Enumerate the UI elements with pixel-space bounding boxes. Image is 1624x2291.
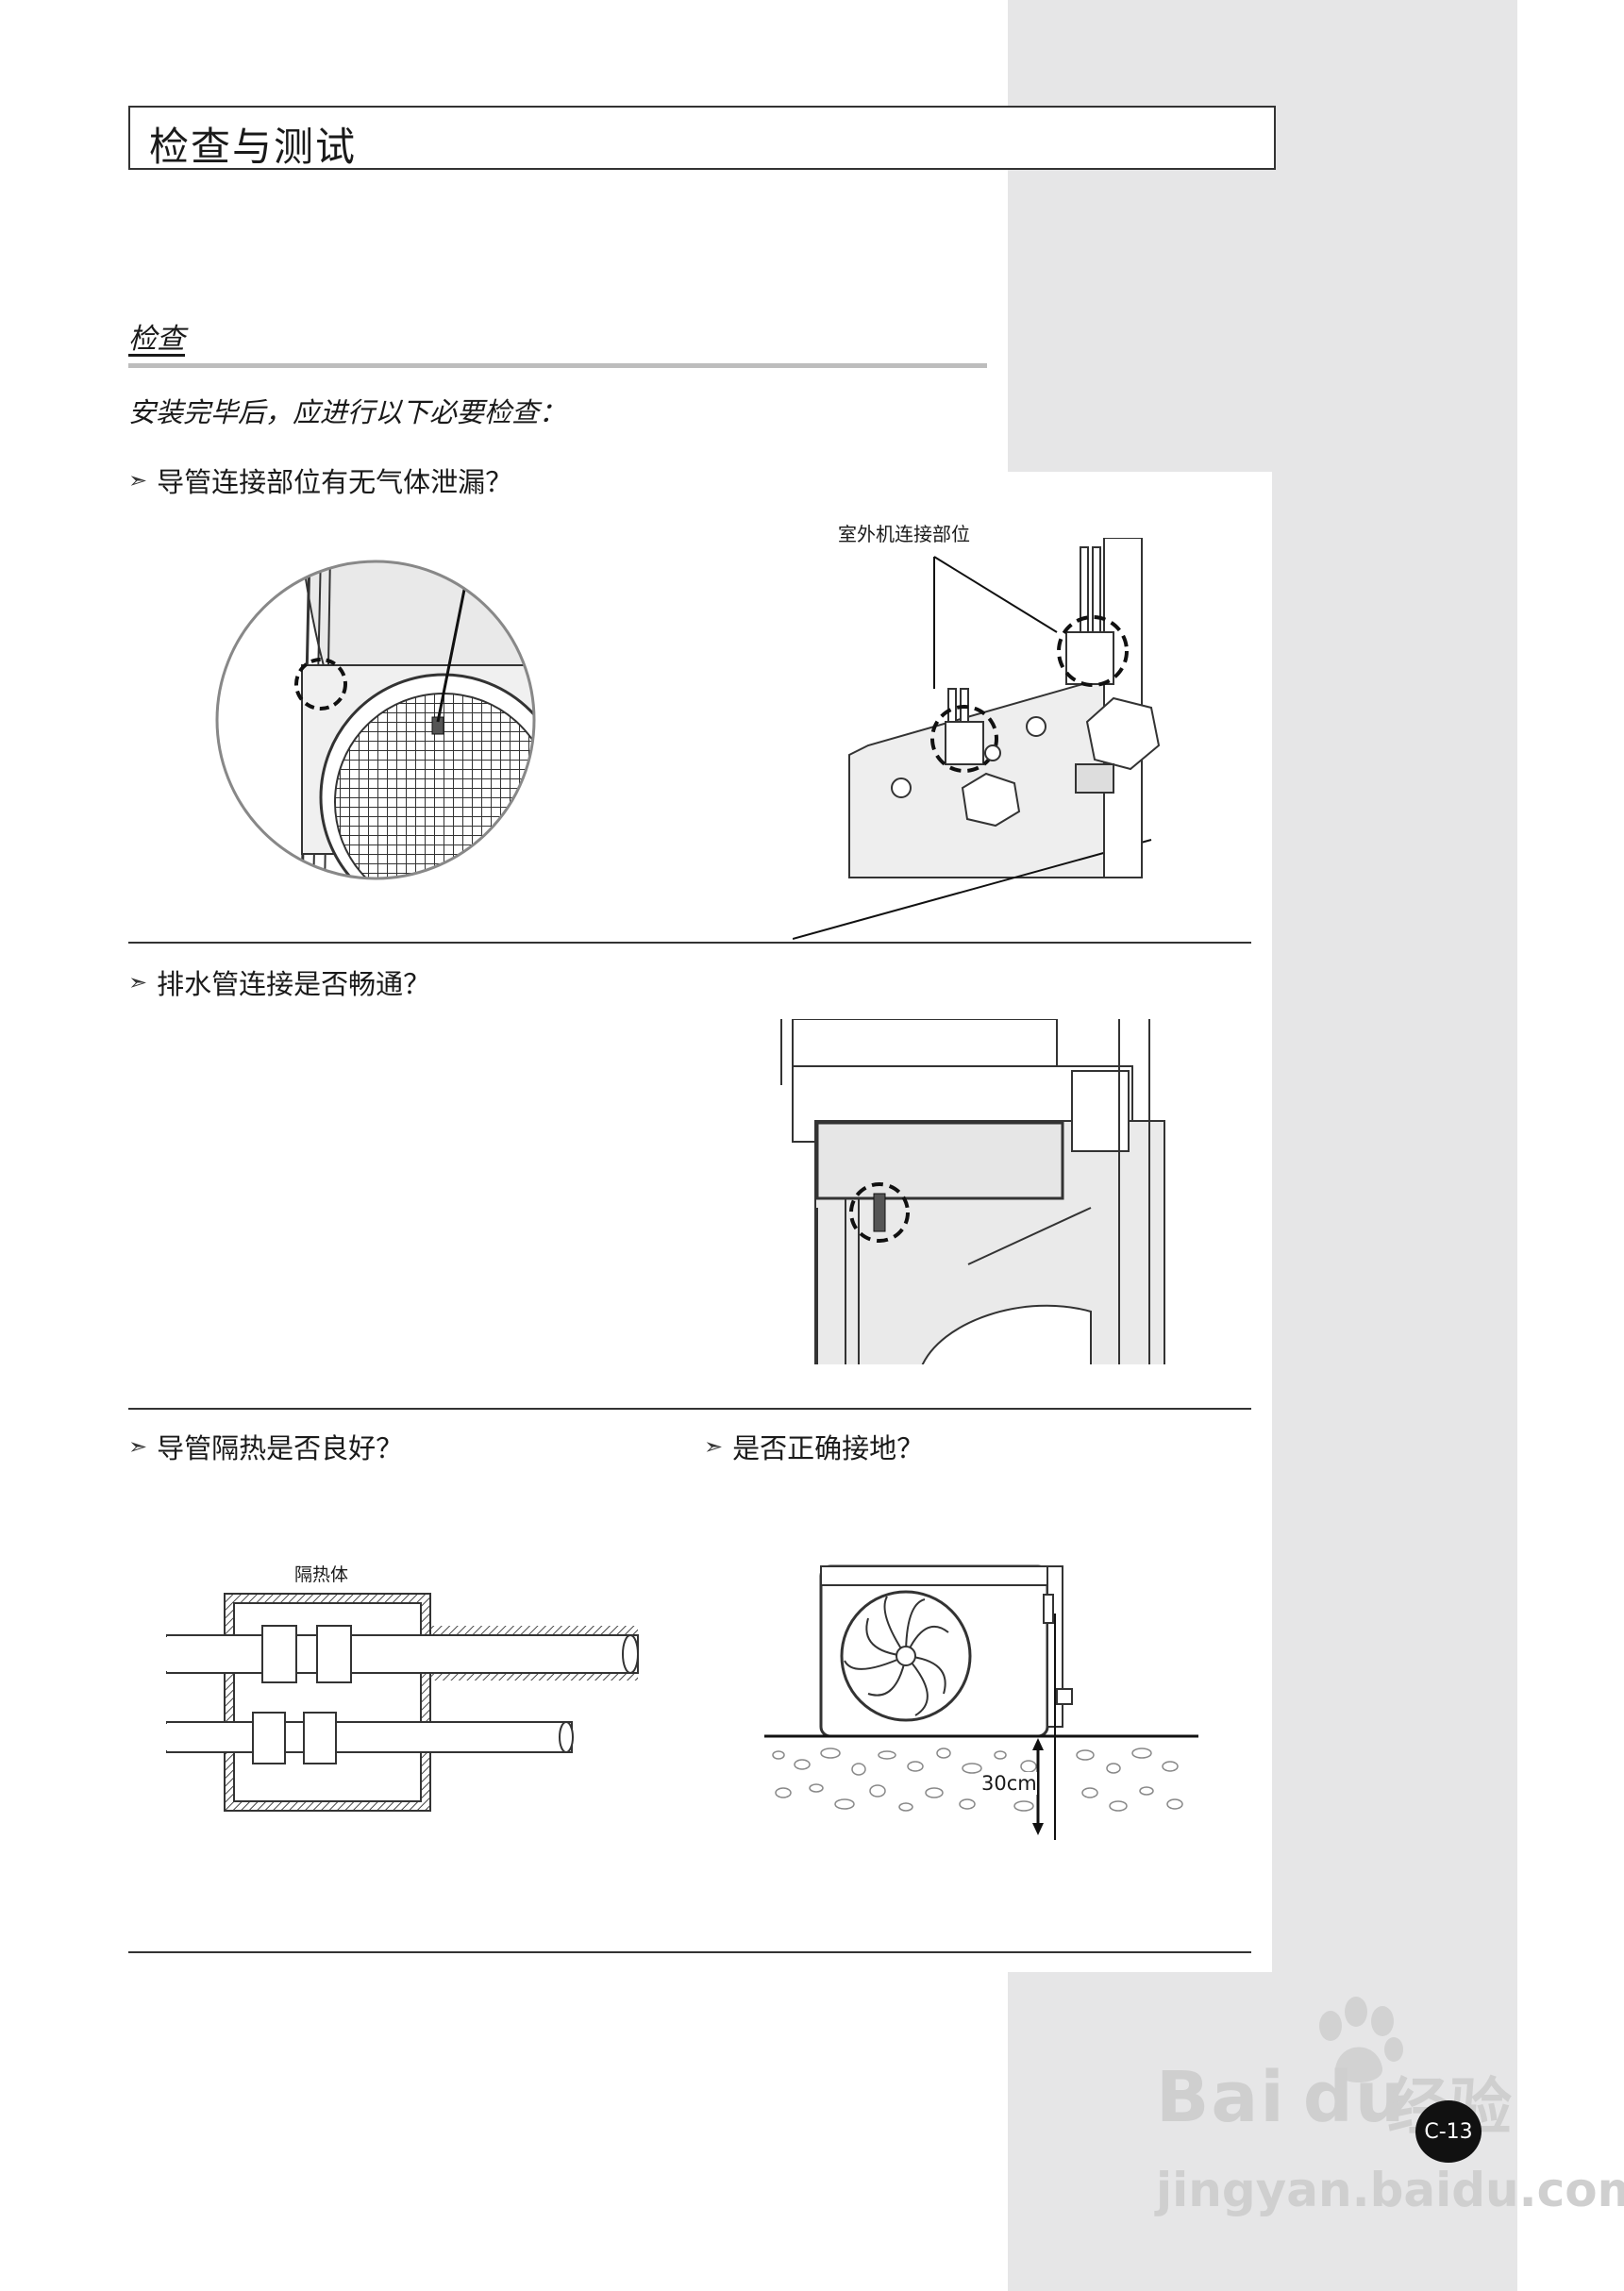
question-grounding: ➣ 是否正确接地？: [704, 1427, 924, 1466]
arrow-bullet-icon: ➣: [128, 969, 148, 995]
watermark-url: jingyan.baidu.com: [1156, 2163, 1624, 2217]
insulation-figure: [166, 1593, 639, 1812]
question-insulation: ➣ 导管隔热是否良好？: [128, 1427, 403, 1466]
question-drain: ➣ 排水管连接是否畅通？: [128, 962, 430, 1002]
drain-pipe-figure: [779, 1019, 1166, 1368]
outdoor-connection-label: 室外机连接部位: [838, 523, 970, 545]
paw-icon: [1319, 1997, 1403, 2082]
divider-3: [128, 1951, 1251, 1953]
sidebar-middle: [1272, 0, 1517, 2291]
insulation-label: 隔热体: [294, 1564, 349, 1585]
grounding-figure: [764, 1564, 1198, 1840]
question-text: 导管隔热是否良好？: [157, 1432, 404, 1464]
question-text: 导管连接部位有无气体泄漏？: [157, 466, 513, 498]
intro-text: 安装完毕后，应进行以下必要检查：: [128, 396, 567, 428]
question-gas-leak: ➣ 导管连接部位有无气体泄漏？: [128, 460, 512, 500]
arrow-bullet-icon: ➣: [128, 467, 148, 493]
section-heading: 检查: [128, 323, 185, 356]
indoor-unit-circle-figure: [215, 560, 536, 880]
question-text: 排水管连接是否畅通？: [157, 968, 431, 1000]
outdoor-valves-figure: [793, 538, 1161, 940]
page-title: 检查与测试: [149, 124, 358, 170]
ground-depth-label: 30cm: [981, 1772, 1037, 1795]
page-title-box: 检查与测试: [128, 106, 1276, 170]
divider-1: [128, 942, 1251, 944]
arrow-bullet-icon: ➣: [704, 1433, 724, 1460]
divider-2: [128, 1408, 1251, 1410]
arrow-bullet-icon: ➣: [128, 1433, 148, 1460]
page-number: C-13: [1415, 2100, 1482, 2163]
section-rule: [128, 363, 987, 368]
question-text: 是否正确接地？: [732, 1432, 925, 1464]
